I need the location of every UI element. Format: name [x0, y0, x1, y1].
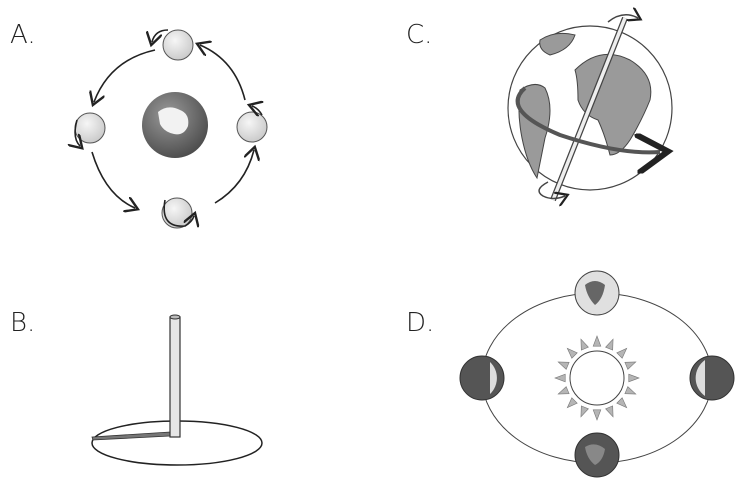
panel-b-label: B. [10, 308, 36, 338]
panel-c-label: C. [406, 20, 433, 50]
sun-ray [580, 405, 589, 418]
earth-icon [142, 92, 208, 158]
sun-ray [592, 335, 602, 347]
sun-ray [566, 397, 578, 409]
panel-a-label: A. [10, 20, 36, 50]
sun-ray [592, 409, 602, 421]
sun-ray [557, 386, 570, 395]
sun-ray [616, 397, 628, 409]
sun-ray [605, 338, 614, 351]
sun-ray [616, 347, 628, 359]
earth-icon-top [574, 270, 620, 316]
earth-icon-left [459, 355, 505, 401]
earth-icon-right [689, 355, 735, 401]
panel-b-sundial [91, 314, 263, 466]
sun-ray [566, 347, 578, 359]
moon-icon-left [74, 112, 106, 144]
sun-ray [628, 373, 640, 383]
sun-ray [557, 361, 570, 370]
sun-ray [624, 361, 637, 370]
sun-ray [605, 405, 614, 418]
moon-icon-right [236, 111, 268, 143]
panel-d-earth-orbit [459, 270, 735, 478]
sun-ray [580, 338, 589, 351]
panel-a-moon-orbit [74, 29, 268, 229]
orbit-arrows [75, 29, 262, 226]
panel-d-label: D. [406, 308, 435, 338]
earth-icon-bottom [574, 432, 620, 478]
moon-icon-top [162, 29, 194, 61]
sun-ray [624, 386, 637, 395]
sun-ray [554, 373, 566, 383]
sun-icon [569, 350, 625, 406]
sun-rays [554, 335, 640, 421]
panel-c-rotating-globe [507, 15, 672, 200]
